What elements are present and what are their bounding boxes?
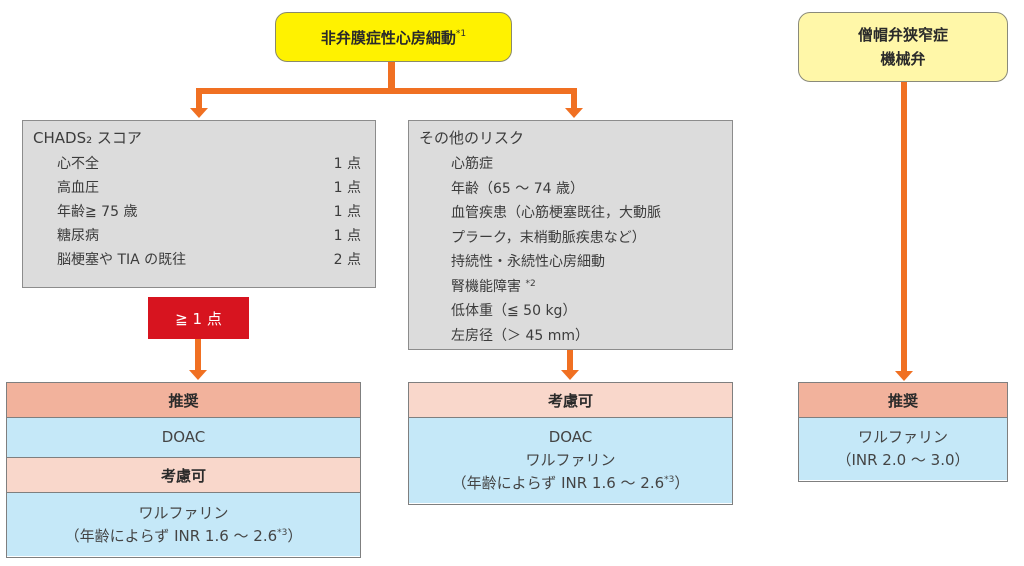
- middle-result-stack: 考慮可 DOAC ワルファリン （年齢によらず INR 1.6 ～ 2.6*3）: [408, 382, 733, 505]
- chads2-title: CHADS₂ スコア: [33, 129, 142, 147]
- chads2-item-label: 高血圧: [57, 180, 99, 196]
- consider-label: 考慮可: [547, 391, 593, 410]
- threshold-badge: ≧ 1 点: [148, 297, 249, 339]
- recommended-drug: ワルファリン: [857, 428, 948, 446]
- consider-header: 考慮可: [7, 458, 360, 493]
- consider-note: （年齢によらず INR 1.6 ～ 2.6*3）: [452, 472, 690, 495]
- recommended-header: 推奨: [799, 383, 1007, 418]
- connector-right-down: [571, 88, 577, 110]
- valve-node: 僧帽弁狭窄症 機械弁: [798, 12, 1008, 82]
- consider-note: （年齢によらず INR 1.6 ～ 2.6*3）: [65, 525, 303, 548]
- chads2-item-points: 1 点: [333, 204, 361, 220]
- arrow-to-left-result-icon: [189, 370, 207, 380]
- consider-note-text: （年齢によらず INR 1.6 ～ 2.6: [64, 526, 278, 545]
- risk-item: 心筋症: [451, 156, 493, 172]
- nvaf-footnote: *1: [455, 29, 467, 39]
- recommended-drug-cell: DOAC: [7, 418, 360, 458]
- valve-label-line2: 機械弁: [880, 50, 926, 68]
- recommended-drug: DOAC: [161, 428, 206, 446]
- chads2-item-label: 脳梗塞や TIA の既往: [57, 252, 187, 268]
- arrow-to-other-risks-icon: [565, 108, 583, 118]
- connector-left-down: [196, 88, 202, 110]
- chads2-item: 心不全 1 点: [23, 152, 375, 176]
- consider-note-footnote: *3: [664, 475, 675, 485]
- arrow-to-middle-result-icon: [561, 370, 579, 380]
- consider-note-text: （年齢によらず INR 1.6 ～ 2.6: [451, 474, 665, 492]
- chads2-item-points: 1 点: [333, 228, 361, 244]
- risk-item: 持続性・永続性心房細動: [451, 254, 605, 270]
- chads2-item: 高血圧 1 点: [23, 176, 375, 200]
- arrow-to-valve-result-icon: [895, 371, 913, 381]
- connector-valve-down: [901, 82, 907, 372]
- recommended-header: 推奨: [7, 383, 360, 418]
- risk-item: 血管疾患（心筋梗塞既往，大動脈: [451, 205, 661, 221]
- risk-item: 左房径（＞ 45 mm）: [451, 327, 589, 344]
- left-result-stack: 推奨 DOAC 考慮可 ワルファリン （年齢によらず INR 1.6 ～ 2.6…: [6, 382, 361, 558]
- consider-note-close: ）: [287, 526, 303, 545]
- chads2-item: 脳梗塞や TIA の既往 2 点: [23, 248, 375, 272]
- risk-item: 年齢（65 ～ 74 歳）: [451, 180, 584, 197]
- risk-footnote: *2: [525, 278, 536, 289]
- chads2-item-label: 糖尿病: [57, 228, 99, 244]
- chads2-item-points: 1 点: [333, 180, 361, 196]
- connector-nvaf-down: [388, 62, 395, 92]
- risk-item: 低体重（≦ 50 kg）: [451, 303, 577, 319]
- risk-item-label: 腎機能障害: [451, 278, 526, 295]
- recommended-label: 推奨: [887, 391, 918, 410]
- nvaf-node: 非弁膜症性心房細動*1: [275, 12, 512, 62]
- chads2-item-points: 2 点: [333, 252, 361, 268]
- chads2-score-box: CHADS₂ スコア 心不全 1 点 高血圧 1 点 年齢≧ 75 歳 1 点 …: [22, 120, 376, 288]
- recommended-drug-cell: ワルファリン （INR 2.0 ～ 3.0）: [799, 418, 1007, 480]
- connector-badge-down: [195, 339, 201, 371]
- consider-note-close: ）: [674, 474, 690, 492]
- chads2-item-label: 心不全: [57, 156, 99, 172]
- chads2-item: 年齢≧ 75 歳 1 点: [23, 200, 375, 224]
- connector-risks-down: [567, 350, 573, 371]
- chads2-item: 糖尿病 1 点: [23, 224, 375, 248]
- consider-drug: ワルファリン: [138, 503, 229, 522]
- recommended-note: （INR 2.0 ～ 3.0）: [836, 451, 970, 469]
- risk-item: 腎機能障害 *2: [409, 275, 732, 300]
- consider-drug-cell: DOAC ワルファリン （年齢によらず INR 1.6 ～ 2.6*3）: [409, 418, 732, 503]
- recommended-label: 推奨: [168, 391, 199, 410]
- consider-header: 考慮可: [409, 383, 732, 418]
- other-risks-title: その他のリスク: [419, 129, 525, 147]
- arrow-to-chads2-icon: [190, 108, 208, 118]
- threshold-badge-label: ≧ 1 点: [175, 309, 222, 328]
- consider-label: 考慮可: [160, 466, 206, 485]
- consider-drug-cell: ワルファリン （年齢によらず INR 1.6 ～ 2.6*3）: [7, 493, 360, 556]
- risk-item: プラーク，末梢動脈疾患など）: [451, 229, 646, 246]
- other-risks-box: その他のリスク 心筋症 年齢（65 ～ 74 歳） 血管疾患（心筋梗塞既往，大動…: [408, 120, 733, 350]
- valve-label-line1: 僧帽弁狭窄症: [857, 26, 948, 44]
- chads2-item-points: 1 点: [333, 156, 361, 172]
- right-result-stack: 推奨 ワルファリン （INR 2.0 ～ 3.0）: [798, 382, 1008, 482]
- consider-note-footnote: *3: [277, 527, 288, 538]
- chads2-item-label: 年齢≧ 75 歳: [57, 204, 138, 220]
- nvaf-label: 非弁膜症性心房細動: [320, 28, 456, 47]
- connector-horizontal: [196, 88, 577, 94]
- consider-drug-1: DOAC: [548, 428, 593, 446]
- consider-drug-2: ワルファリン: [525, 451, 616, 469]
